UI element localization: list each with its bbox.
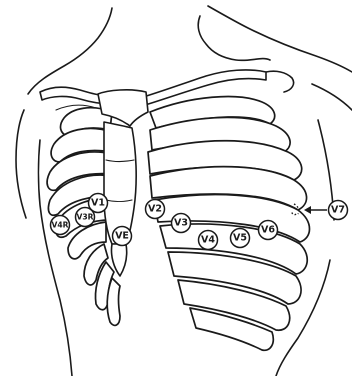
- lead-v6-label: V6: [261, 225, 275, 236]
- right-shoulder-inner-outline: [312, 84, 352, 110]
- lead-v3-label: V3: [174, 218, 188, 229]
- lead-v4r: V4R: [51, 216, 70, 235]
- lead-v3: V3: [172, 214, 191, 233]
- lead-v3r: V3R: [76, 208, 95, 227]
- lead-v1-label: V1: [91, 198, 105, 209]
- lead-v2-label: V2: [148, 204, 162, 215]
- lead-v2: V2: [146, 200, 165, 219]
- lead-v5: V5: [231, 229, 250, 248]
- lead-ve: VE: [113, 227, 132, 246]
- lead-v5-label: V5: [233, 233, 247, 244]
- right-neck-outline: [198, 16, 270, 60]
- lead-v4-label: V4: [201, 235, 215, 246]
- right-shoulder-top-outline: [208, 6, 352, 72]
- v7-arrow-head: [304, 206, 311, 214]
- lead-ve-label: VE: [115, 231, 129, 242]
- lead-v6: V6: [259, 221, 278, 240]
- lead-v4r-label: V4R: [51, 221, 68, 230]
- left-neck-shoulder-outline: [28, 8, 112, 94]
- lead-v7: V7: [329, 201, 348, 220]
- rib-l9: [107, 278, 120, 325]
- lead-v4: V4: [199, 231, 218, 250]
- right-shoulder-joint: [266, 71, 294, 92]
- left-arm-outline: [16, 110, 26, 218]
- lead-v3r-label: V3R: [76, 213, 93, 222]
- sternum-body: [104, 122, 136, 244]
- lead-v7-label: V7: [331, 205, 345, 216]
